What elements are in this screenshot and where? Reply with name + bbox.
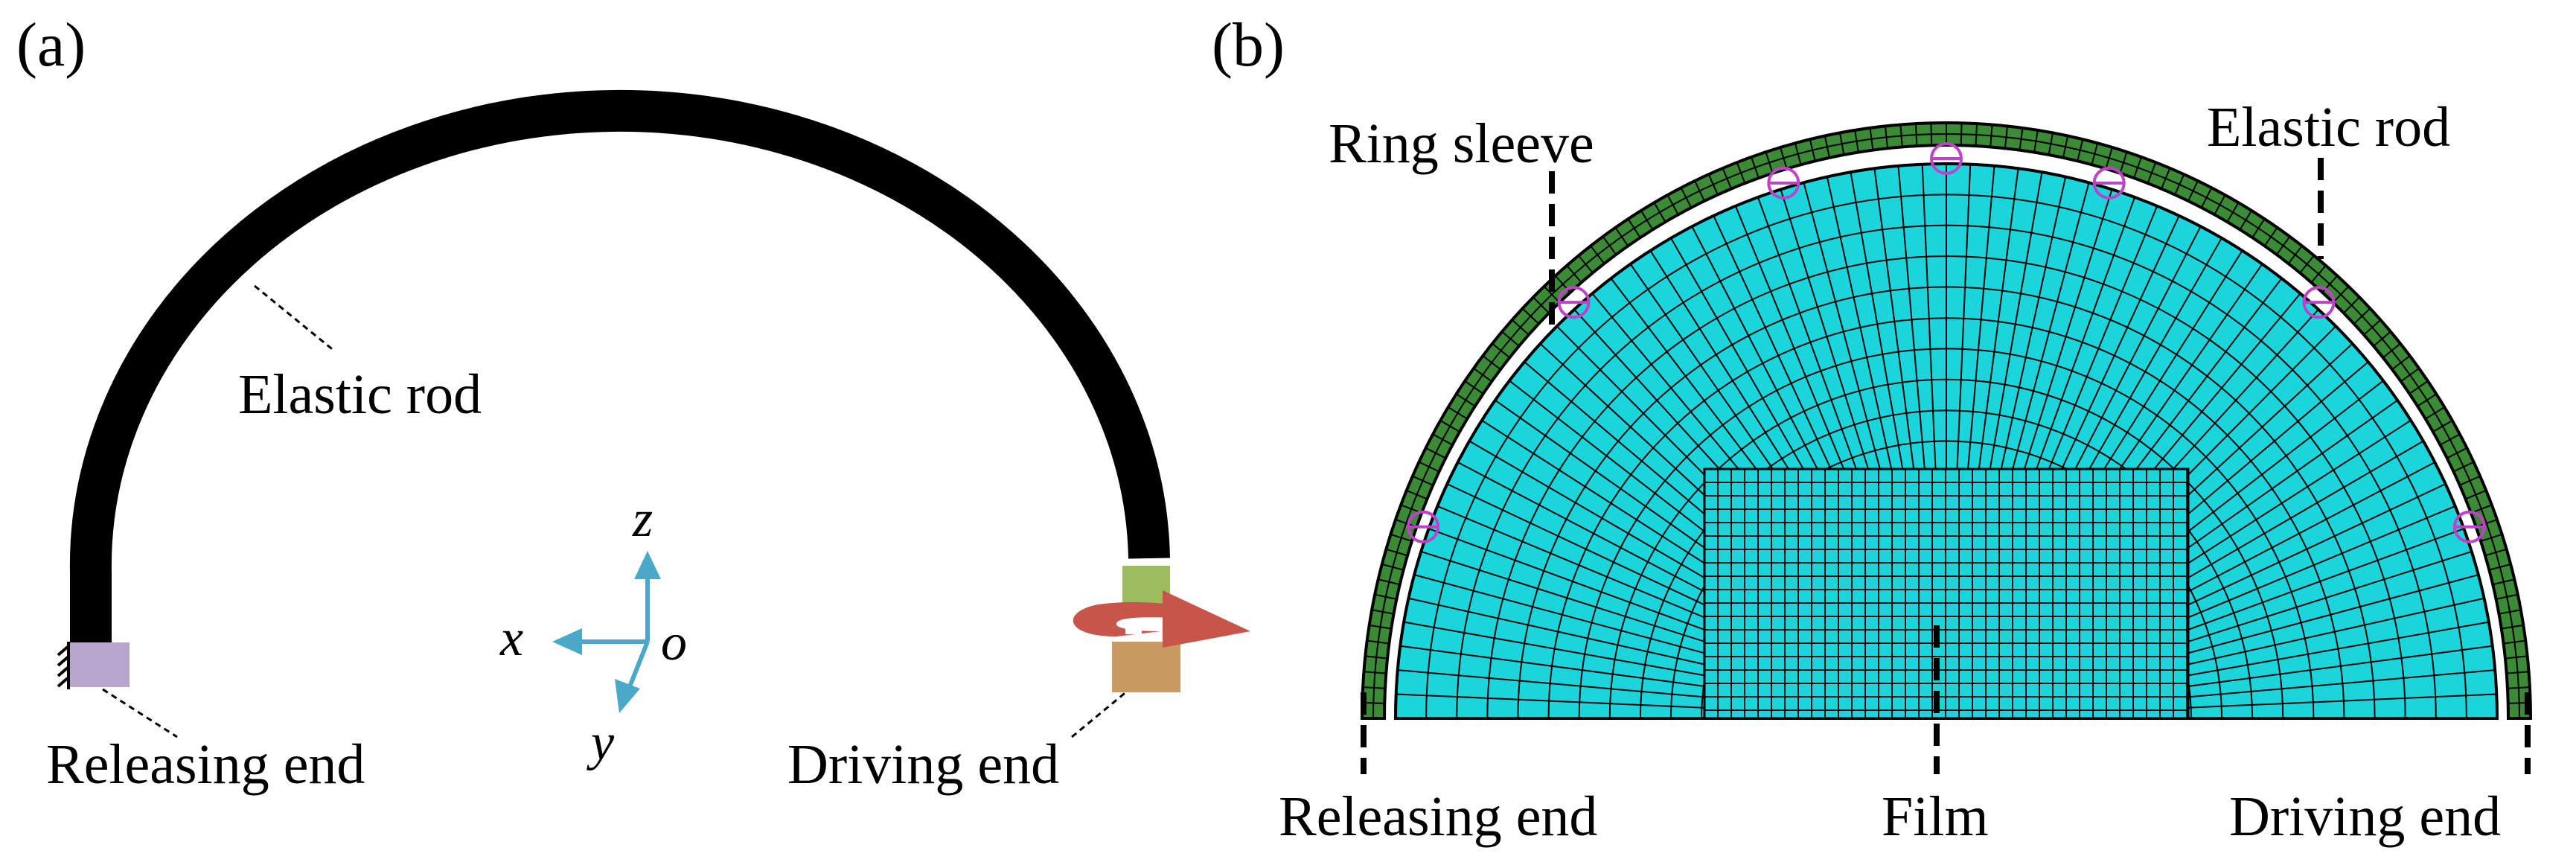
releasing-end-label-b: Releasing end bbox=[1279, 785, 1597, 848]
driving-end-label-b: Driving end bbox=[2229, 785, 2501, 848]
panel-b-label: (b) bbox=[1212, 10, 1285, 80]
axis-x-label: x bbox=[499, 610, 523, 667]
axis-y-label: y bbox=[587, 714, 615, 771]
driving-end-bottom-block bbox=[1112, 642, 1180, 692]
coordinate-axes-icon bbox=[552, 551, 661, 713]
rotation-arrow-icon bbox=[1073, 590, 1250, 648]
panel-b: (b) Ring sleeve Elastic rod Releasing en… bbox=[1212, 10, 2533, 848]
film-mesh-lines bbox=[1395, 163, 2498, 718]
axis-z-label: z bbox=[632, 491, 653, 548]
film-label: Film bbox=[1882, 785, 1989, 848]
fixed-support-icon bbox=[57, 642, 70, 689]
elastic-rod-a bbox=[69, 89, 1170, 648]
elastic-rod-label-a: Elastic rod bbox=[238, 363, 482, 426]
panel-a: (a) z x y o bbox=[16, 10, 1250, 796]
panel-a-label: (a) bbox=[16, 10, 86, 80]
driving-end-label-a: Driving end bbox=[787, 733, 1059, 796]
axis-origin-label: o bbox=[661, 614, 687, 671]
elastic-rod-label-b: Elastic rod bbox=[2207, 96, 2450, 159]
driving-end-leader-a bbox=[1071, 689, 1128, 738]
releasing-end-leader-a bbox=[102, 688, 178, 738]
elastic-rod-leader-a bbox=[254, 284, 336, 353]
releasing-end-label-a: Releasing end bbox=[46, 733, 365, 796]
releasing-end-block bbox=[70, 642, 130, 687]
ring-sleeve-label: Ring sleeve bbox=[1329, 112, 1594, 175]
leader-lines-b bbox=[1361, 158, 2531, 774]
ring-sleeves bbox=[1407, 142, 2486, 543]
